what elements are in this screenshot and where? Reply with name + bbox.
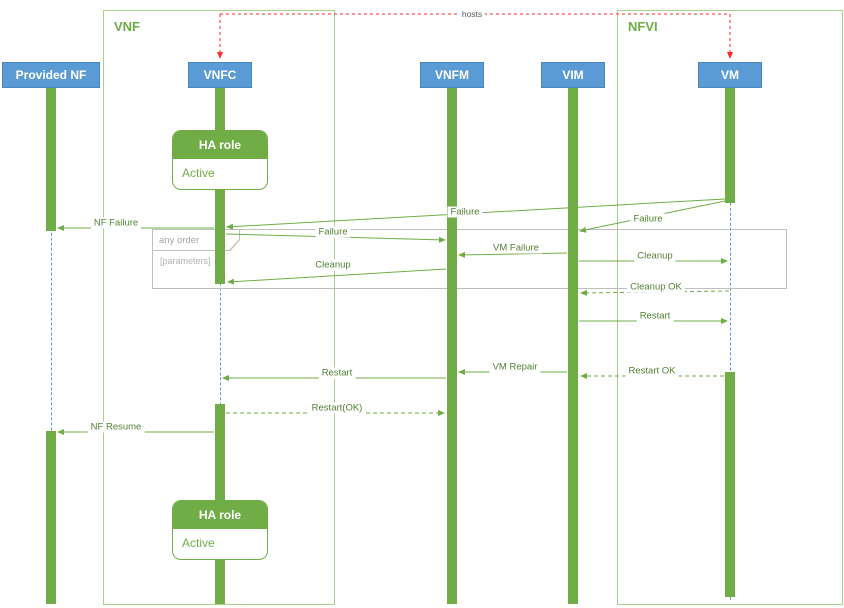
activation-bar-vnfm bbox=[447, 88, 457, 604]
message-label-vm-repair: VM Repair bbox=[489, 361, 541, 373]
fragment-title: any order bbox=[159, 234, 200, 246]
lifeline-provided-nf bbox=[51, 88, 52, 600]
activation-bar-provided-nf bbox=[46, 88, 56, 231]
hosts-label: hosts bbox=[458, 9, 486, 19]
fragment-tab: any order bbox=[152, 229, 240, 251]
ha-role-note-bottom-title: HA role bbox=[173, 501, 267, 529]
frame-nfvi: NFVI bbox=[617, 10, 843, 605]
ha-role-note-top: HA role Active bbox=[172, 130, 268, 190]
lifeline-header-vnfm: VNFM bbox=[420, 62, 484, 88]
frame-vnf-title: VNF bbox=[114, 19, 140, 34]
lifeline-vnfm bbox=[452, 88, 453, 600]
activation-bar-vim bbox=[568, 88, 578, 604]
ha-role-note-top-body: Active bbox=[182, 166, 215, 180]
lifeline-header-vim: VIM bbox=[541, 62, 605, 88]
ha-role-note-bottom: HA role Active bbox=[172, 500, 268, 560]
fragment-tab-face: any order bbox=[153, 230, 239, 250]
fragment-parameters: [parameters] bbox=[160, 256, 211, 266]
any-order-fragment: any order [parameters] bbox=[152, 229, 787, 289]
frame-nfvi-title: NFVI bbox=[628, 19, 658, 34]
frame-vnf: VNF bbox=[103, 10, 335, 605]
activation-bar-provided-nf bbox=[46, 431, 56, 604]
lifeline-header-provided-nf: Provided NF bbox=[2, 62, 100, 88]
ha-role-note-top-title: HA role bbox=[173, 131, 267, 159]
lifeline-vim bbox=[573, 88, 574, 600]
ha-role-note-bottom-body: Active bbox=[182, 536, 215, 550]
message-label-failure: Failure bbox=[447, 206, 483, 218]
